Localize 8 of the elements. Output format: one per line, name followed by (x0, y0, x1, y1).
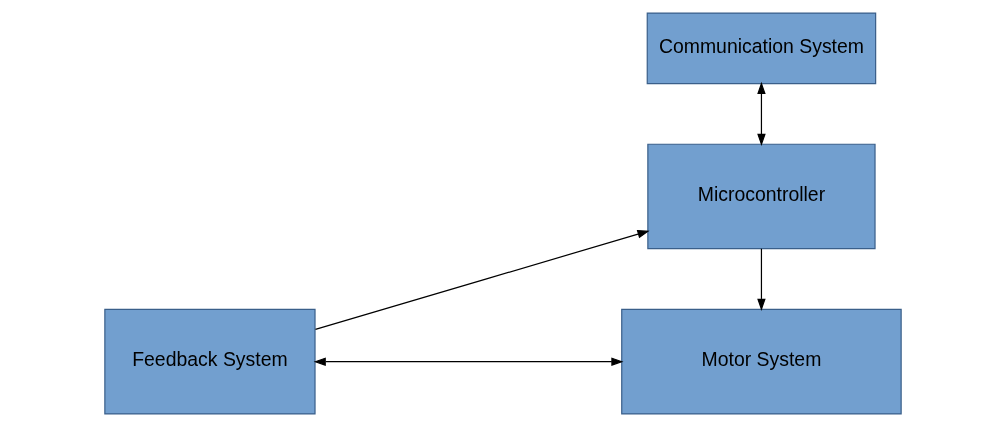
node-box: Microcontroller (646, 143, 876, 250)
node-box: Feedback System (103, 308, 316, 415)
arrow (314, 230, 650, 330)
node-box: Communication System (646, 12, 876, 85)
arrow (313, 357, 623, 366)
arrow (756, 81, 766, 146)
arrow (756, 248, 766, 311)
node-box: Motor System (620, 308, 902, 415)
